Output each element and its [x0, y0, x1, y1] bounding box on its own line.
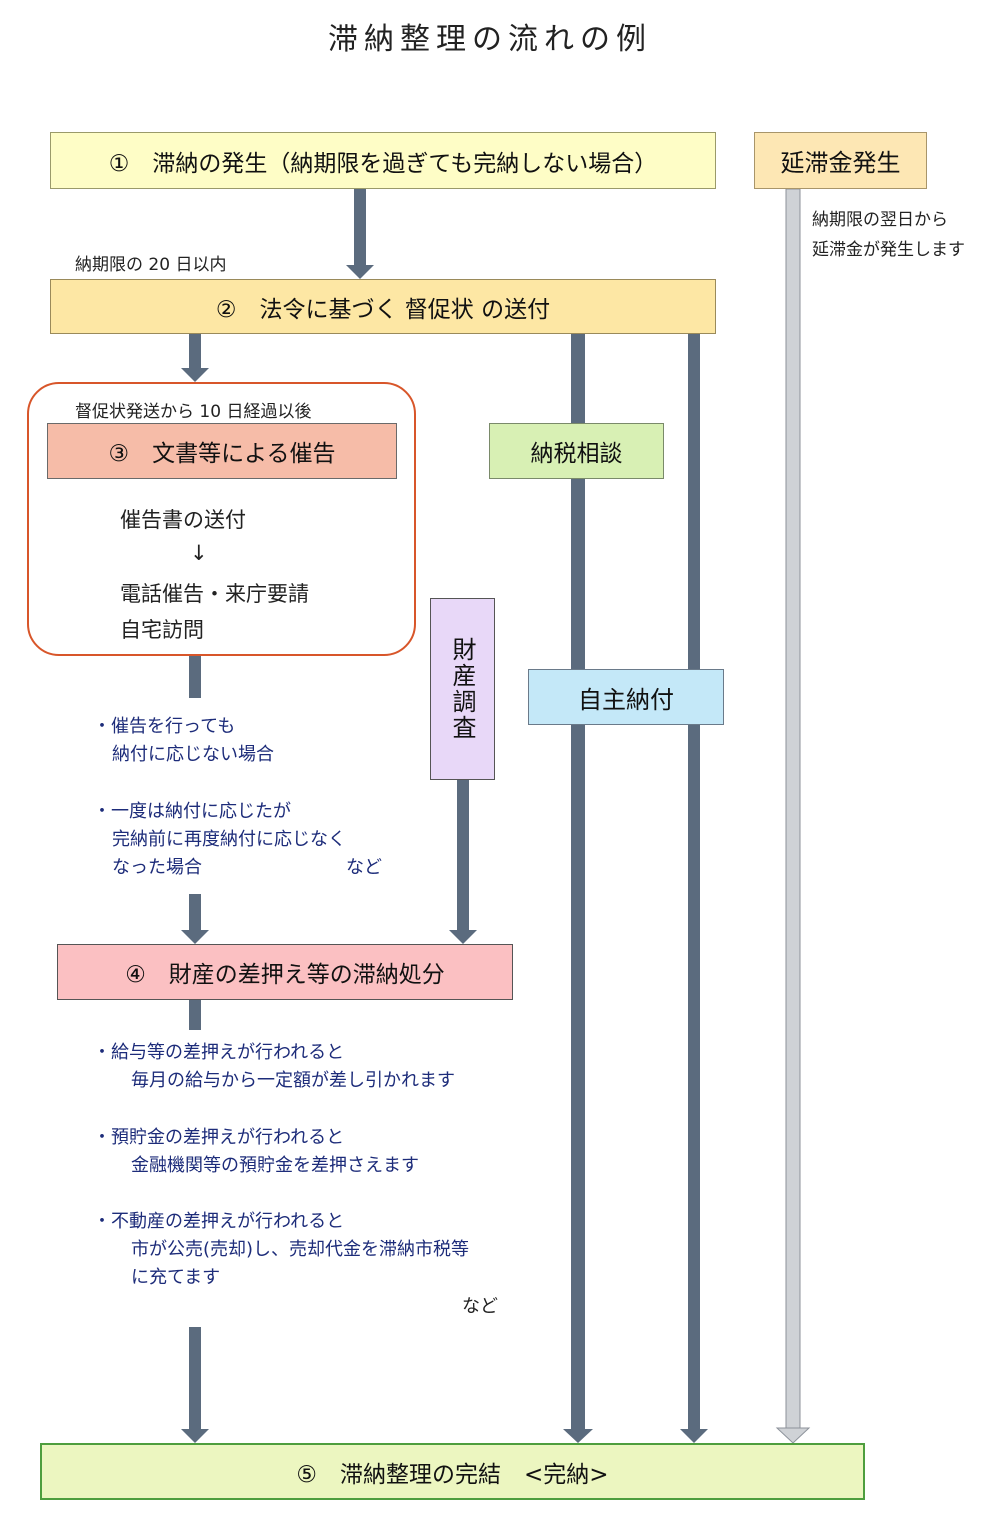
line-consultation-final	[571, 725, 585, 1429]
consultation-box: 納税相談	[489, 423, 664, 479]
seizure-example-1: ・給与等の差押えが行われると 毎月の給与から一定額が差し引かれます	[93, 1039, 455, 1095]
seizure-example-2-line2: 金融機関等の預貯金を差押さえます	[131, 1155, 419, 1176]
seizure-example-3-line3: に充てます	[131, 1267, 221, 1288]
consultation-label: 納税相談	[530, 441, 623, 467]
condition-2-line3: なった場合	[112, 857, 202, 878]
step1-box: ① 滞納の発生（納期限を過ぎても完納しない場合）	[50, 132, 716, 189]
step2-label: ② 法令に基づく 督促状 の送付	[215, 296, 551, 323]
condition-2-line2: 完納前に再度納付に応じなく	[112, 829, 346, 850]
step3-box: ③ 文書等による催告	[47, 423, 397, 479]
step2-box: ② 法令に基づく 督促状 の送付	[50, 279, 716, 334]
delay-fee-label: 延滞金発生	[780, 149, 901, 177]
seizure-examples-etc: など	[462, 1296, 498, 1317]
step3-detail-2: 電話催告・来庁要請	[120, 582, 309, 606]
arrow-step2-step3	[189, 334, 201, 369]
line-direct-upper	[688, 334, 700, 669]
step3-detail-1: 催告書の送付	[120, 508, 246, 532]
line-direct-lower	[688, 725, 700, 1429]
delay-fee-note-line1: 納期限の翌日から	[812, 210, 948, 230]
delay-fee-box: 延滞金発生	[754, 132, 927, 189]
arrow-direct-step5-head	[680, 1429, 708, 1443]
arrow-step1-step2	[354, 189, 366, 265]
condition-1-line1: ・催告を行っても	[93, 716, 236, 737]
line-consultation-lower	[571, 479, 585, 669]
arrow-conditions-step4-head	[181, 930, 209, 944]
delay-fee-note-line2: 延滞金が発生します	[812, 240, 965, 260]
within-20-days-note: 納期限の 20 日以内	[75, 255, 227, 275]
step4-label: ④ 財産の差押え等の滞納処分	[125, 962, 445, 988]
step1-label: ① 滞納の発生（納期限を過ぎても完納しない場合）	[108, 150, 658, 177]
connector-step3-conditions	[189, 656, 201, 698]
delay-fee-note: 納期限の翌日から 延滞金が発生します	[812, 205, 965, 265]
condition-1-line2: 納付に応じない場合	[112, 744, 274, 765]
arrow-examples-step5	[189, 1327, 201, 1429]
down-arrow-icon: ↓	[190, 541, 208, 565]
step3-group	[27, 382, 416, 656]
seizure-example-3: ・不動産の差押えが行われると 市が公売(売却)し、売却代金を滞納市税等 に充てま…	[93, 1208, 469, 1292]
arrow-conditions-step4	[189, 894, 201, 930]
step4-box: ④ 財産の差押え等の滞納処分	[57, 944, 513, 1000]
condition-2: ・一度は納付に応じたが 完納前に再度納付に応じなく なった場合	[93, 798, 346, 882]
seizure-example-2-line1: ・預貯金の差押えが行われると	[93, 1127, 345, 1148]
step5-label: ⑤ 滞納整理の完結 <完納>	[296, 1461, 609, 1488]
arrow-delay-fee-head	[775, 1427, 811, 1444]
step3-label: ③ 文書等による催告	[108, 441, 336, 467]
arrow-step2-step3-head	[181, 368, 209, 382]
condition-2-line1: ・一度は納付に応じたが	[93, 801, 291, 822]
seizure-example-3-line2: 市が公売(売却)し、売却代金を滞納市税等	[131, 1239, 470, 1260]
condition-1: ・催告を行っても 納付に応じない場合	[93, 713, 274, 769]
seizure-example-2: ・預貯金の差押えが行われると 金融機関等の預貯金を差押さえます	[93, 1124, 419, 1180]
seizure-example-1-line2: 毎月の給与から一定額が差し引かれます	[131, 1070, 455, 1091]
after-10-days-note: 督促状発送から 10 日経過以後	[75, 402, 312, 422]
property-survey-label: 財産調査	[448, 637, 476, 741]
arrow-survey-step4-head	[449, 930, 477, 944]
seizure-example-3-line1: ・不動産の差押えが行われると	[93, 1211, 345, 1232]
arrow-consultation-step5-head	[563, 1429, 593, 1443]
step5-box: ⑤ 滞納整理の完結 <完納>	[40, 1443, 865, 1500]
conditions-etc: など	[346, 857, 382, 878]
connector-step4-examples	[189, 1000, 201, 1030]
arrow-survey-step4	[457, 780, 469, 930]
seizure-example-1-line1: ・給与等の差押えが行われると	[93, 1042, 345, 1063]
voluntary-payment-label: 自主納付	[578, 685, 674, 714]
line-delay-fee	[785, 188, 801, 1430]
line-consultation-upper	[571, 334, 585, 423]
arrow-examples-step5-head	[181, 1429, 209, 1443]
arrow-step1-step2-head	[346, 265, 374, 279]
page-title: 滞納整理の流れの例	[328, 22, 652, 57]
property-survey-box: 財産調査	[430, 598, 495, 780]
step3-detail-3: 自宅訪問	[120, 618, 204, 642]
voluntary-payment-box: 自主納付	[528, 669, 724, 725]
